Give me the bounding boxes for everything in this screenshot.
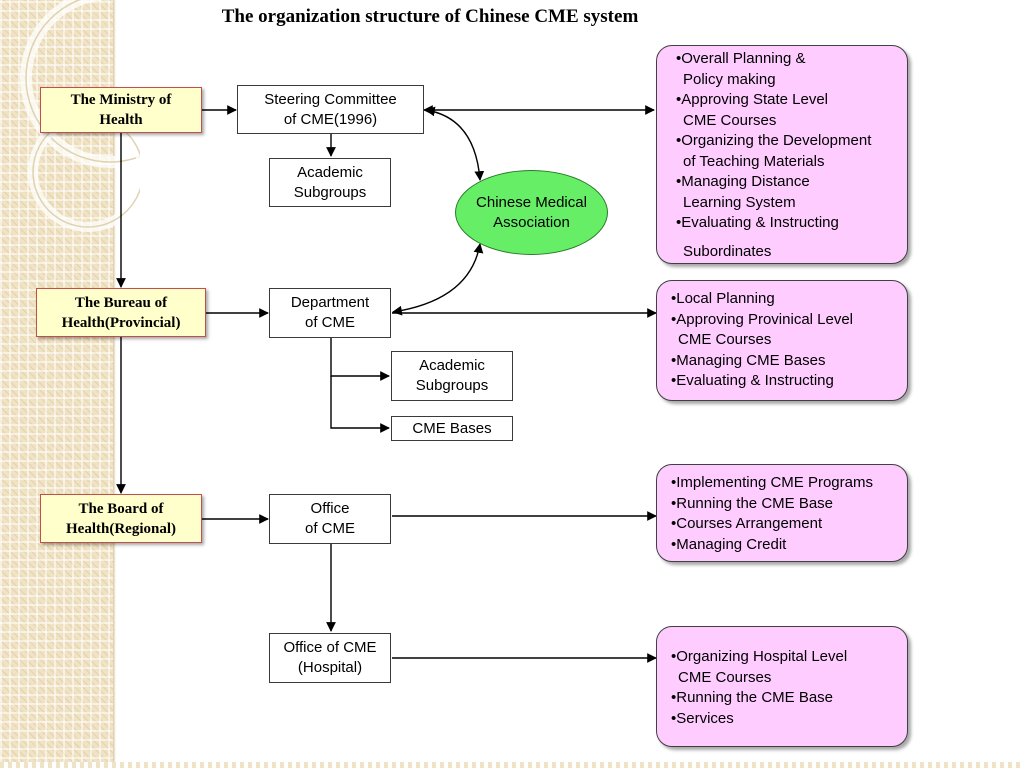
duty-item: Policy making bbox=[683, 70, 776, 88]
steering-committee-box: Steering Committee of CME(1996) bbox=[237, 85, 424, 134]
duty-item: •Services bbox=[671, 709, 734, 727]
decorative-bottom-strip bbox=[0, 762, 1024, 768]
duty-item: •Running the CME Base bbox=[671, 689, 834, 706]
duty-item: CME Courses bbox=[678, 668, 772, 686]
department-to-bases-arrow bbox=[330, 376, 390, 433]
duty-item: of Teaching Materials bbox=[683, 152, 825, 170]
department-to-association-arrow bbox=[392, 243, 484, 316]
duty-item: •Evaluating & Instructing bbox=[676, 214, 839, 231]
office-of-cme-hospital-box: Office of CME (Hospital) bbox=[269, 633, 391, 683]
side-panel-edge bbox=[113, 0, 116, 768]
page-title: The organization structure of Chinese CM… bbox=[221, 6, 639, 27]
duty-item: •Managing Credit bbox=[671, 535, 787, 553]
department-of-cme-box: Department of CME bbox=[269, 288, 391, 338]
chinese-medical-association-ellipse: Chinese Medical Association bbox=[455, 170, 608, 255]
regional-duties-box: •Implementing CME Programs •Running the … bbox=[656, 464, 908, 562]
duty-item: •Running the CME Base bbox=[671, 494, 834, 512]
bureau-of-health-box: The Bureau of Health(Provincial) bbox=[36, 288, 206, 337]
duty-item: •Managing CME Bases bbox=[671, 351, 826, 369]
duty-item: Subordinates bbox=[683, 242, 772, 260]
duty-item: •Local Planning bbox=[671, 290, 775, 307]
duty-item: •Managing Distance bbox=[676, 173, 810, 190]
hospital-duties-box: •Organizing Hospital Level CME Courses •… bbox=[656, 626, 908, 747]
academic-subgroups-provincial-box: Academic Subgroups bbox=[391, 351, 513, 401]
duty-item: CME Courses bbox=[678, 331, 772, 348]
cme-bases-box: CME Bases bbox=[391, 416, 513, 441]
academic-subgroups-national-box: Academic Subgroups bbox=[269, 158, 391, 207]
duty-item: •Courses Arrangement bbox=[671, 515, 823, 532]
duty-item: •Overall Planning & bbox=[676, 50, 806, 67]
department-to-subgroups-arrow bbox=[330, 338, 390, 381]
duty-item: •Organizing Hospital Level bbox=[671, 648, 848, 665]
duty-item: Learning System bbox=[683, 193, 796, 211]
duty-item: •Approving State Level bbox=[676, 91, 829, 108]
board-of-health-box: The Board of Health(Regional) bbox=[40, 494, 202, 543]
duty-item bbox=[676, 234, 901, 242]
national-duties-box: •Overall Planning & Policy making •Appro… bbox=[656, 45, 908, 264]
duty-item: •Organizing the Development bbox=[676, 132, 872, 149]
steering-to-association-arrow bbox=[425, 106, 485, 181]
duty-item: •Approving Provinical Level bbox=[671, 310, 854, 328]
ministry-of-health-box: The Ministry of Health bbox=[40, 87, 202, 133]
duty-item: CME Courses bbox=[683, 111, 777, 129]
duty-item: •Evaluating & Instructing bbox=[671, 372, 834, 389]
office-of-cme-box: Office of CME bbox=[269, 494, 391, 544]
provincial-duties-box: •Local Planning •Approving Provinical Le… bbox=[656, 280, 908, 401]
duty-item: •Implementing CME Programs bbox=[671, 474, 873, 491]
